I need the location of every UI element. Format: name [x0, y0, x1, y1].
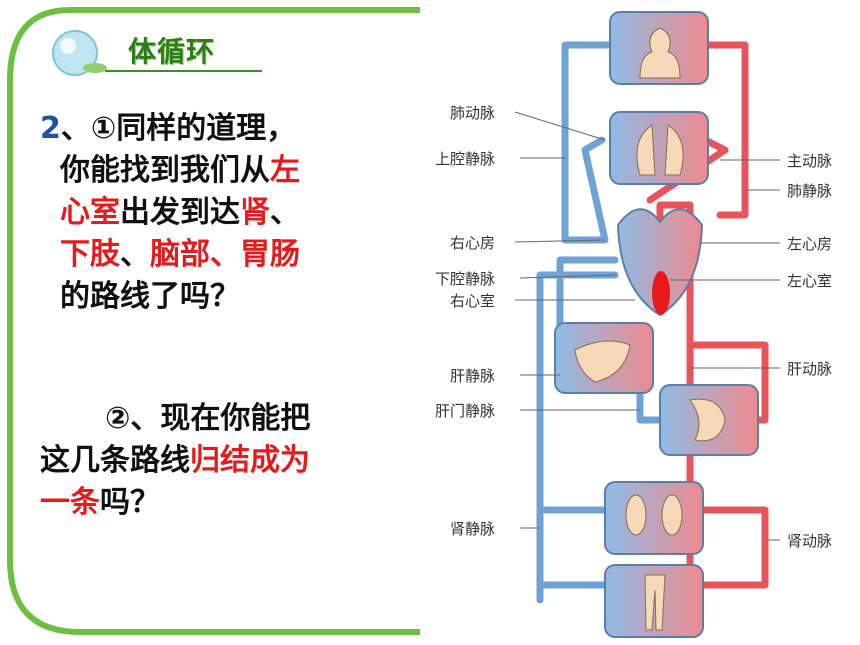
question-1-line-1: 2、①同样的道理，	[40, 111, 297, 146]
label-right-atrium: 右心房	[450, 234, 496, 252]
organ-liver	[554, 322, 654, 394]
question-2-line-3: 一条吗？	[40, 485, 160, 520]
label-left-ventricle: 左心室	[787, 272, 833, 290]
label-left-atrium: 左心房	[787, 235, 833, 253]
label-renal-vein: 肾静脉	[450, 520, 496, 538]
question-2-line-1: ②、现在你能把	[105, 401, 311, 436]
leader-lines	[514, 111, 780, 541]
label-renal-artery: 肾动脉	[787, 532, 833, 550]
page-title: 体循环	[128, 35, 216, 68]
label-hepatic-vein: 肝静脉	[450, 367, 496, 385]
label-inferior-vena-cava: 下腔静脉	[435, 270, 496, 288]
organ-heart	[616, 208, 704, 317]
question-2-line-2: 这几条路线归结成为	[40, 443, 310, 478]
organ-stomach	[659, 384, 759, 456]
frame-arc	[7, 7, 420, 635]
label-hepatic-portal-vein: 肝门静脉	[435, 402, 496, 420]
question-1-line-5: 的路线了吗？	[60, 279, 240, 314]
question-1-line-4: 下肢、脑部、胃肠	[60, 237, 300, 272]
label-right-ventricle: 右心室	[450, 292, 496, 310]
organ-legs	[604, 564, 704, 638]
organ-kidneys	[604, 481, 704, 555]
label-pulmonary-artery: 肺动脉	[450, 104, 496, 122]
question-1-line-2: 你能找到我们从左	[60, 153, 300, 188]
question-1: 2、①同样的道理， 你能找到我们从左 心室出发到达肾、 下肢、脑部、胃肠 的路线…	[40, 108, 300, 318]
question-1-line-3: 心室出发到达肾、	[60, 195, 300, 230]
question-2: ②、现在你能把 这几条路线归结成为 一条吗？	[40, 398, 310, 524]
label-aorta: 主动脉	[787, 152, 833, 170]
organ-head	[609, 11, 709, 85]
label-superior-vena-cava: 上腔静脉	[435, 150, 496, 168]
label-pulmonary-vein: 肺静脉	[787, 182, 833, 200]
label-hepatic-artery: 肝动脉	[787, 360, 833, 378]
organ-lungs	[609, 111, 709, 185]
left-ventricle-marker	[652, 271, 670, 315]
